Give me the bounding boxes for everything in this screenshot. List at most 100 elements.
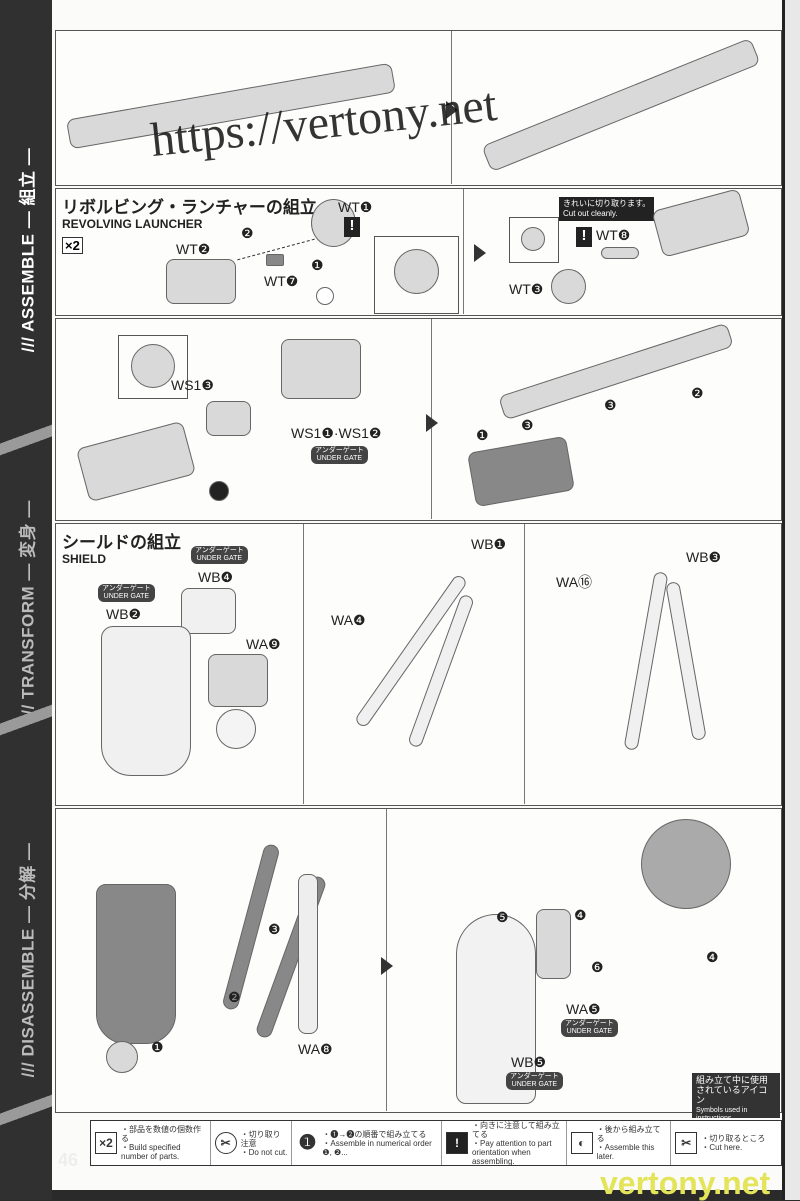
step-number: ❶ [151, 1039, 164, 1055]
orientation-warning-icon: ! [344, 217, 360, 237]
part-label: WS1❸ [171, 377, 214, 393]
do-not-cut-icon: ✂ [214, 1132, 237, 1154]
build-count-icon: ×2 [62, 237, 83, 254]
cylinder-part [166, 259, 236, 304]
part-label: WS1❶·WS1❷ [291, 425, 382, 441]
frame-part [298, 874, 318, 1034]
section-title-jp: シールドの組立 [62, 533, 181, 552]
do-not-cut-icon [316, 287, 334, 305]
section-sidebar: /// ASSEMBLE — 組立 — /// TRANSFORM — 変身 —… [0, 0, 52, 1200]
step-number: ❷ [228, 989, 241, 1005]
center-part [536, 909, 571, 979]
part-label: WA❺ [566, 1001, 601, 1017]
part-label: WA❽ [298, 1041, 333, 1057]
part-label: WT❷ [176, 241, 211, 257]
step-number: ❺ [496, 909, 509, 925]
sidebar-stripe [0, 420, 52, 460]
page-number: 46 [58, 1150, 79, 1170]
step-number: ❹ [574, 907, 587, 923]
launcher-part [75, 420, 197, 503]
build-count-icon: ×2 [95, 1132, 117, 1154]
step-number: ❸ [521, 417, 534, 433]
assemble-later-icon: ◐ [570, 1132, 593, 1154]
next-arrow-icon [474, 244, 486, 262]
step-panel-revolving-launcher: リボルビング・ランチャーの組立 REVOLVING LAUNCHER ×2 WT… [55, 188, 782, 316]
section-title-en: SHIELD [62, 552, 107, 566]
part-label: WB❸ [686, 549, 722, 565]
next-arrow-icon [446, 101, 458, 119]
part-label: WT❶ [338, 199, 373, 215]
step-number: ❻ [591, 959, 604, 975]
step-panel-rifle [55, 30, 782, 186]
small-part [266, 254, 284, 266]
part-label: WT❸ [509, 281, 544, 297]
cylinder-part [651, 188, 751, 258]
sidebar-transform: /// TRANSFORM — 変身 — [18, 500, 38, 720]
shield-body-part [96, 884, 176, 1044]
blade-part [665, 580, 707, 742]
next-arrow-icon [426, 414, 438, 432]
step-order-icon: ❶ [298, 1131, 317, 1154]
cut-cleanly-note: きれいに切り取ります。Cut out cleanly. [559, 197, 655, 221]
corner-watermark: vertony.net [600, 1165, 771, 1201]
section-title-en: REVOLVING LAUNCHER [62, 217, 203, 231]
detail-view [394, 249, 439, 294]
sidebar-stripe [0, 1090, 52, 1130]
part-label: WA⑯ [556, 574, 593, 590]
shield-part [181, 588, 236, 634]
cut-here-icon: ✂ [675, 1132, 698, 1154]
bracket-part [206, 401, 251, 436]
next-arrow-icon [381, 957, 393, 975]
legend-item-cut-here: ✂・切り取るところ・Cut here. [671, 1121, 781, 1165]
part-label: WB❷ [106, 606, 142, 622]
step-number: ❹ [706, 949, 719, 965]
assemble-later-icon [209, 481, 229, 501]
detail-view [521, 227, 545, 251]
step-number: ❸ [604, 397, 617, 413]
shield-center-part [208, 654, 268, 707]
next-page-edge [782, 0, 800, 1200]
blade-assembly-part [641, 819, 731, 909]
symbol-legend-bar: ×2・部品を数値の個数作る・Build specified number of … [90, 1120, 782, 1166]
detail-view [131, 344, 175, 388]
legend-item-assemble-later: ◐・後から組み立てる・Assemble this later. [567, 1121, 672, 1165]
part-label: WB❶ [471, 536, 507, 552]
shield-body-part [101, 626, 191, 776]
disc-part [106, 1041, 138, 1073]
legend-item-order: ❶・❶→❷の順番で組み立てる・Assemble in numerical ord… [292, 1121, 442, 1165]
mount-part [281, 339, 361, 399]
launcher-part [466, 435, 576, 508]
legend-item-orientation: !・向きに注意して組み立てる・Pay attention to part ori… [442, 1121, 567, 1166]
part-label: WB❺ [511, 1054, 547, 1070]
rifle-part [481, 37, 761, 173]
disc-part [216, 709, 256, 749]
part-label: WB❹ [198, 569, 234, 585]
disc-part [551, 269, 586, 304]
step-number: ❶ [311, 257, 324, 273]
sidebar-stripe [0, 700, 52, 740]
sidebar-disassemble: /// DISASSEMBLE — 分解 — [18, 842, 38, 1078]
part-label: WA❹ [331, 612, 366, 628]
part-label: WT❼ [264, 273, 299, 289]
section-title-jp: リボルビング・ランチャーの組立 [62, 198, 317, 217]
step-number: ❸ [268, 921, 281, 937]
part-label: WA❾ [246, 636, 281, 652]
step-number: ❷ [691, 385, 704, 401]
step-number: ❷ [241, 225, 254, 241]
step-number: ❶ [476, 427, 489, 443]
blade-part [623, 571, 669, 751]
legend-item-build-count: ×2・部品を数値の個数作る・Build specified number of … [91, 1121, 211, 1165]
part-label: WT❽ [596, 227, 631, 243]
legend-item-do-not-cut: ✂・切り取り注意・Do not cut. [211, 1121, 293, 1165]
sidebar-assemble: /// ASSEMBLE — 組立 — [18, 147, 38, 353]
pin-part [601, 247, 639, 259]
